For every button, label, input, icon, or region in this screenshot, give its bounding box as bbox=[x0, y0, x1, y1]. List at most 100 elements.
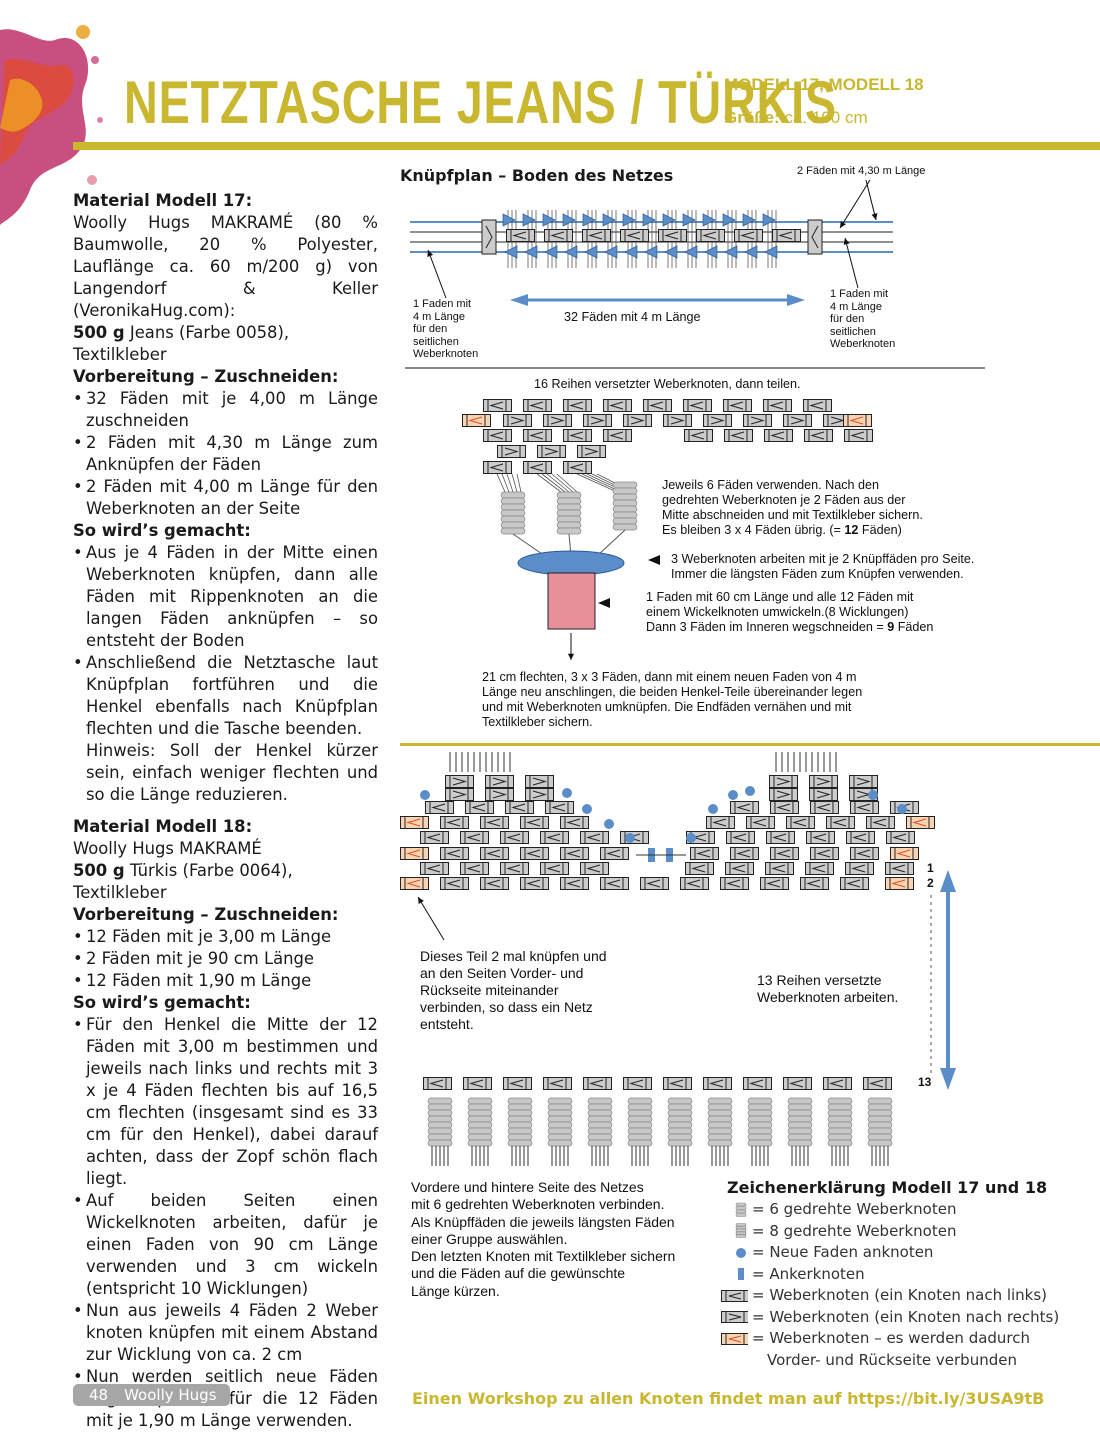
pointer-head bbox=[648, 555, 660, 565]
note-join: Vordere und hintere Seite des Netzes mit… bbox=[411, 1179, 675, 1300]
twisted-knot-coil bbox=[828, 1140, 852, 1146]
label-left-thread: 1 Faden mit 4 m Länge für den seitlichen… bbox=[413, 298, 478, 361]
new-thread-dot bbox=[420, 790, 430, 800]
pointer-head bbox=[598, 598, 610, 608]
twisted-knot-coil bbox=[548, 1128, 572, 1134]
rib-knot bbox=[525, 246, 537, 258]
twisted-knot-coil bbox=[468, 1098, 492, 1104]
note-twice: Dieses Teil 2 mal knüpfen und an den Sei… bbox=[420, 948, 607, 1033]
twisted-knot-coil bbox=[868, 1104, 892, 1110]
double-arrow-head bbox=[510, 294, 528, 306]
twisted-knot-coil bbox=[508, 1128, 532, 1134]
pointer-line bbox=[428, 250, 446, 298]
twisted-knot-coil bbox=[468, 1110, 492, 1116]
legend-item: = Weberknoten (ein Knoten nach rechts) bbox=[733, 1307, 1059, 1329]
twisted-knot-coil bbox=[613, 500, 637, 506]
six-twisted-knots-icon bbox=[733, 1202, 748, 1218]
thread-line bbox=[597, 530, 625, 556]
pointer-head bbox=[418, 897, 424, 904]
rib-knot bbox=[725, 246, 737, 258]
twisted-knot-coil bbox=[548, 1116, 572, 1122]
label-right-thread: 1 Faden mit 4 m Länge für den seitlichen… bbox=[830, 288, 895, 351]
twisted-knot-coil bbox=[708, 1134, 732, 1140]
twisted-knot-coil bbox=[668, 1110, 692, 1116]
rib-knot bbox=[583, 214, 595, 226]
rib-knot bbox=[663, 214, 675, 226]
new-thread-dot bbox=[745, 786, 755, 796]
rib-knot bbox=[625, 246, 637, 258]
legend-item-label: = Ankerknoten bbox=[752, 1264, 865, 1286]
new-thread-dot bbox=[868, 790, 878, 800]
twisted-knot-coil bbox=[628, 1122, 652, 1128]
twisted-knot-coil bbox=[788, 1104, 812, 1110]
note-six-threads-bold: 12 bbox=[844, 523, 858, 537]
legend-item: = 6 gedrehte Weberknoten bbox=[733, 1199, 1059, 1221]
twisted-knot-coil bbox=[628, 1128, 652, 1134]
rib-knot bbox=[763, 214, 775, 226]
side-knot bbox=[482, 220, 496, 254]
twisted-knot-coil bbox=[668, 1140, 692, 1146]
twisted-knot-coil bbox=[628, 1110, 652, 1116]
rib-knot bbox=[585, 246, 597, 258]
thread-line bbox=[497, 474, 505, 492]
twisted-knot-coil bbox=[428, 1116, 452, 1122]
twisted-knot-coil bbox=[501, 516, 525, 522]
twisted-knot-coil bbox=[613, 482, 637, 488]
twisted-knot-coil bbox=[501, 522, 525, 528]
legend-item-label: = Neue Faden anknoten bbox=[752, 1242, 933, 1264]
twisted-knot-coil bbox=[868, 1110, 892, 1116]
note-six-threads: Jeweils 6 Fäden verwenden. Nach den gedr… bbox=[662, 478, 923, 538]
twisted-knot-coil bbox=[428, 1104, 452, 1110]
twisted-knot-coil bbox=[468, 1128, 492, 1134]
new-thread-dot bbox=[625, 833, 635, 843]
twisted-knot-coil bbox=[613, 518, 637, 524]
rib-knot bbox=[743, 214, 755, 226]
wrap-ring bbox=[518, 551, 624, 575]
twisted-knot-coil bbox=[428, 1110, 452, 1116]
legend-item: = 8 gedrehte Weberknoten bbox=[733, 1221, 1059, 1243]
twisted-knot-coil bbox=[548, 1110, 572, 1116]
rib-knot bbox=[745, 246, 757, 258]
legend-item: = Weberknoten – es werden dadurch bbox=[733, 1328, 1059, 1350]
rib-knot bbox=[723, 214, 735, 226]
twisted-knot-coil bbox=[508, 1122, 532, 1128]
twisted-knot-coil bbox=[708, 1104, 732, 1110]
twisted-knot-coil bbox=[668, 1116, 692, 1122]
legend-item-label: = Weberknoten (ein Knoten nach rechts) bbox=[752, 1307, 1059, 1329]
row-label-2: 2 bbox=[927, 877, 934, 890]
twisted-knot-coil bbox=[588, 1104, 612, 1110]
wrap-knot bbox=[548, 573, 595, 629]
pointer-head bbox=[844, 238, 850, 245]
twisted-knot-coil bbox=[788, 1128, 812, 1134]
twisted-knot-coil bbox=[708, 1110, 732, 1116]
twisted-knot-coil bbox=[748, 1116, 772, 1122]
twisted-knot-coil bbox=[748, 1110, 772, 1116]
height-arrow-head bbox=[940, 870, 956, 892]
twisted-knot-coil bbox=[548, 1122, 572, 1128]
twisted-knot-coil bbox=[788, 1140, 812, 1146]
twisted-knot-coil bbox=[748, 1098, 772, 1104]
twisted-knot-coil bbox=[828, 1104, 852, 1110]
side-knot bbox=[808, 220, 822, 254]
twisted-knot-coil bbox=[613, 488, 637, 494]
rib-knot bbox=[665, 246, 677, 258]
twisted-knot-coil bbox=[428, 1140, 452, 1146]
twisted-knot-coil bbox=[468, 1116, 492, 1122]
twisted-knot-coil bbox=[748, 1104, 772, 1110]
rib-knot bbox=[545, 246, 557, 258]
twisted-knot-coil bbox=[668, 1134, 692, 1140]
pointer-line bbox=[840, 180, 870, 228]
row-label-13: 13 bbox=[918, 1076, 931, 1089]
twisted-knot-coil bbox=[468, 1104, 492, 1110]
legend-item: = Weberknoten (ein Knoten nach links) bbox=[733, 1285, 1059, 1307]
twisted-knot-coil bbox=[868, 1098, 892, 1104]
workshop-link[interactable]: Einen Workshop zu allen Knoten findet ma… bbox=[412, 1389, 1044, 1408]
new-thread-dot bbox=[728, 790, 738, 800]
twisted-knot-coil bbox=[557, 510, 581, 516]
anchor-knot-icon bbox=[733, 1267, 748, 1281]
twisted-knot-coil bbox=[708, 1140, 732, 1146]
knot-join-icon bbox=[733, 1333, 748, 1345]
twisted-knot-coil bbox=[428, 1128, 452, 1134]
twisted-knot-coil bbox=[628, 1098, 652, 1104]
twisted-knot-coil bbox=[588, 1134, 612, 1140]
